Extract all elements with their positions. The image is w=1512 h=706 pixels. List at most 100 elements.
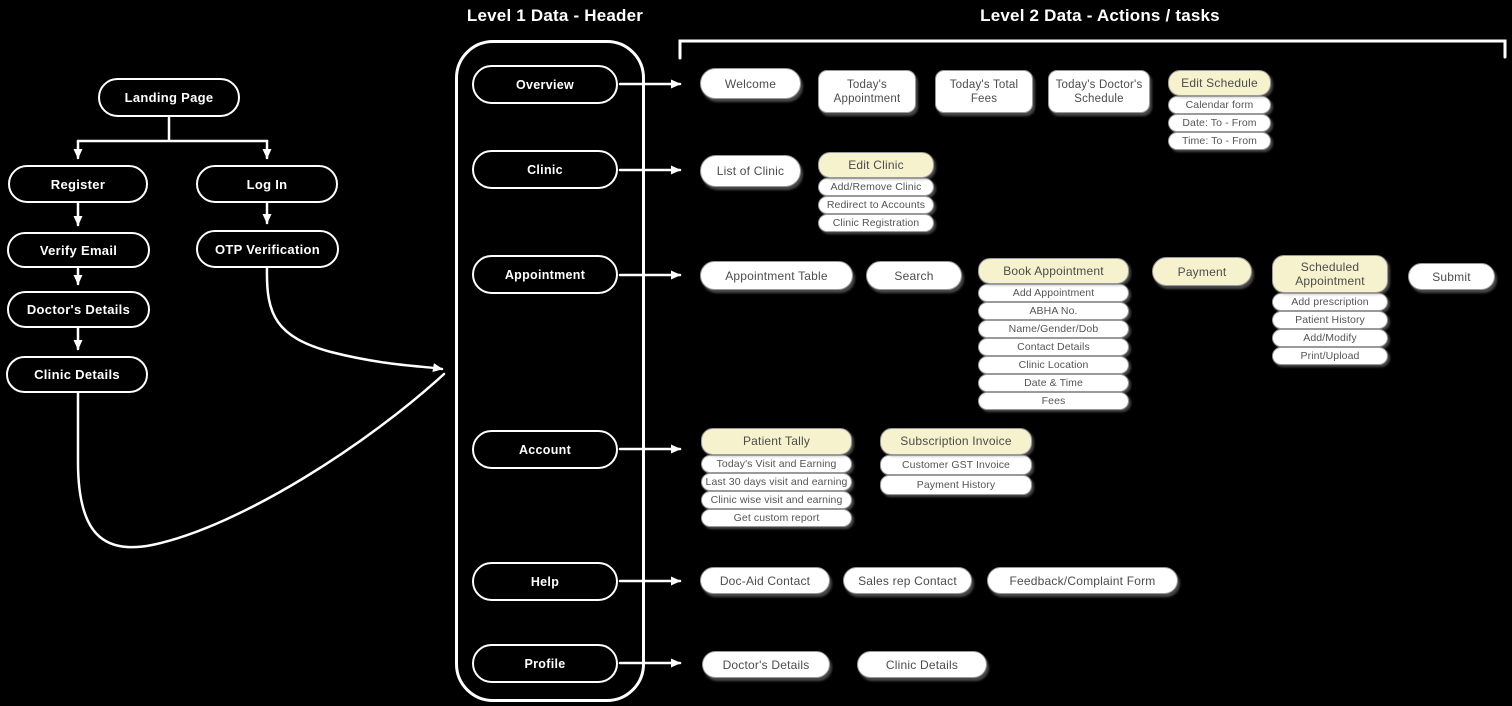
group-edit-schedule-item: Date: To - From — [1168, 114, 1271, 132]
task-todays-doctors-schedule: Today's Doctor's Schedule — [1048, 70, 1150, 113]
task-appointment-table: Appointment Table — [700, 261, 853, 290]
task-feedback-complaint-form: Feedback/Complaint Form — [987, 567, 1178, 594]
group-edit-schedule: Edit Schedule Calendar form Date: To - F… — [1168, 70, 1271, 150]
group-patient-tally-header: Patient Tally — [701, 428, 852, 455]
item-add-prescription: Add prescription — [1291, 296, 1369, 308]
node-clinic-details-label: Clinic Details — [34, 367, 120, 382]
node-doctors-details: Doctor's Details — [7, 291, 150, 328]
group-edit-schedule-item: Time: To - From — [1168, 132, 1271, 150]
nav-item-overview-label: Overview — [516, 77, 574, 92]
group-edit-clinic-item: Clinic Registration — [818, 214, 934, 232]
group-book-appointment-item: Contact Details — [978, 338, 1129, 356]
group-subscription-invoice-header: Subscription Invoice — [880, 428, 1032, 455]
task-todays-appointment: Today's Appointment — [818, 70, 916, 113]
connector-landing-split — [76, 116, 269, 143]
task-sales-rep-contact-label: Sales rep Contact — [858, 573, 957, 588]
task-welcome: Welcome — [700, 68, 801, 99]
item-payment-history: Payment History — [916, 479, 996, 491]
item-date-and-time: Date & Time — [1024, 377, 1083, 389]
task-clinic-details-label: Clinic Details — [885, 657, 959, 672]
item-clinic-registration: Clinic Registration — [832, 217, 920, 229]
task-submit: Submit — [1408, 263, 1495, 290]
group-book-appointment-item: Clinic Location — [978, 356, 1129, 374]
group-edit-clinic: Edit Clinic Add/Remove Clinic Redirect t… — [818, 152, 934, 232]
item-add-appointment: Add Appointment — [1012, 287, 1095, 299]
group-book-appointment-item: Date & Time — [978, 374, 1129, 392]
item-fees: Fees — [1041, 395, 1066, 407]
node-verify-email-label: Verify Email — [39, 242, 118, 258]
nav-item-overview: Overview — [472, 65, 618, 104]
group-edit-schedule-header-label: Edit Schedule — [1181, 75, 1258, 90]
group-patient-tally-header-label: Patient Tally — [742, 434, 811, 448]
nav-item-help: Help — [472, 562, 618, 601]
nav-item-account-label: Account — [518, 442, 572, 457]
level1-container — [455, 40, 645, 702]
node-log-in: Log In — [196, 165, 338, 203]
group-scheduled-appointment-header-label: Scheduled Appointment — [1295, 260, 1365, 288]
level1-title: Level 1 Data - Header — [466, 6, 644, 25]
item-date-to-from: Date: To - From — [1182, 117, 1257, 129]
node-doctors-details-label: Doctor's Details — [26, 302, 131, 317]
item-todays-visit-earning: Today's Visit and Earning — [716, 458, 837, 470]
task-todays-doctors-schedule-label: Today's Doctor's Schedule — [1055, 78, 1143, 105]
task-sales-rep-contact: Sales rep Contact — [843, 567, 972, 594]
node-register: Register — [8, 165, 148, 203]
group-patient-tally-item: Get custom report — [701, 509, 852, 527]
nav-item-clinic: Clinic — [472, 150, 618, 189]
task-payment: Payment — [1152, 257, 1252, 286]
group-edit-schedule-header: Edit Schedule — [1168, 70, 1271, 96]
item-name-gender-dob: Name/Gender/Dob — [1008, 323, 1099, 335]
group-book-appointment-item: Add Appointment — [978, 284, 1129, 302]
task-search: Search — [866, 261, 962, 290]
group-subscription-invoice-header-label: Subscription Invoice — [900, 434, 1012, 448]
task-doctors-details: Doctor's Details — [702, 651, 830, 678]
nav-item-help-label: Help — [530, 574, 560, 589]
nav-item-profile: Profile — [472, 644, 618, 683]
node-verify-email: Verify Email — [7, 232, 150, 268]
item-clinic-location: Clinic Location — [1018, 359, 1089, 371]
group-book-appointment-header: Book Appointment — [978, 258, 1129, 284]
group-book-appointment-header-label: Book Appointment — [1003, 263, 1104, 278]
item-add-modify: Add/Modify — [1303, 332, 1357, 344]
item-clinic-wise: Clinic wise visit and earning — [710, 494, 843, 506]
task-todays-appointment-label: Today's Appointment — [833, 78, 901, 105]
item-contact-details: Contact Details — [1017, 341, 1090, 353]
task-list-of-clinic: List of Clinic — [700, 155, 801, 187]
connector-otp-to-level1 — [265, 266, 444, 372]
group-book-appointment-item: Name/Gender/Dob — [978, 320, 1129, 338]
connector-clinicdetails-to-level1 — [76, 372, 446, 549]
item-add-remove-clinic: Add/Remove Clinic — [830, 181, 922, 193]
group-patient-tally: Patient Tally Today's Visit and Earning … — [701, 428, 852, 527]
nav-item-appointment: Appointment — [472, 255, 618, 294]
group-edit-clinic-header-label: Edit Clinic — [848, 157, 904, 172]
item-redirect-to-accounts: Redirect to Accounts — [826, 199, 926, 211]
task-feedback-complaint-form-label: Feedback/Complaint Form — [1009, 573, 1156, 588]
group-patient-tally-item: Clinic wise visit and earning — [701, 491, 852, 509]
task-search-label: Search — [894, 268, 934, 283]
item-time-to-from: Time: To - From — [1181, 135, 1257, 147]
group-scheduled-appointment-item: Print/Upload — [1272, 347, 1388, 365]
nav-item-appointment-label: Appointment — [504, 267, 586, 282]
task-welcome-label: Welcome — [724, 76, 777, 91]
task-todays-total-fees: Today's Total Fees — [935, 70, 1033, 113]
item-customer-gst-invoice: Customer GST Invoice — [901, 459, 1010, 471]
group-book-appointment-item: Fees — [978, 392, 1129, 410]
task-doc-aid-contact-label: Doc-Aid Contact — [719, 573, 811, 588]
group-edit-clinic-item: Add/Remove Clinic — [818, 178, 934, 196]
node-register-label: Register — [50, 176, 106, 192]
node-log-in-label: Log In — [246, 176, 288, 192]
task-submit-label: Submit — [1432, 269, 1471, 284]
group-scheduled-appointment: Scheduled Appointment Add prescription P… — [1272, 255, 1388, 365]
item-print-upload: Print/Upload — [1300, 350, 1360, 362]
group-patient-tally-item: Today's Visit and Earning — [701, 455, 852, 473]
group-subscription-invoice-item: Customer GST Invoice — [880, 455, 1032, 475]
task-appointment-table-label: Appointment Table — [725, 268, 828, 283]
task-todays-total-fees-label: Today's Total Fees — [949, 78, 1019, 105]
group-scheduled-appointment-item: Add/Modify — [1272, 329, 1388, 347]
group-scheduled-appointment-item: Add prescription — [1272, 293, 1388, 311]
group-scheduled-appointment-item: Patient History — [1272, 311, 1388, 329]
task-payment-label: Payment — [1177, 264, 1227, 279]
nav-item-account: Account — [472, 430, 618, 469]
node-otp-verification: OTP Verification — [196, 230, 339, 268]
